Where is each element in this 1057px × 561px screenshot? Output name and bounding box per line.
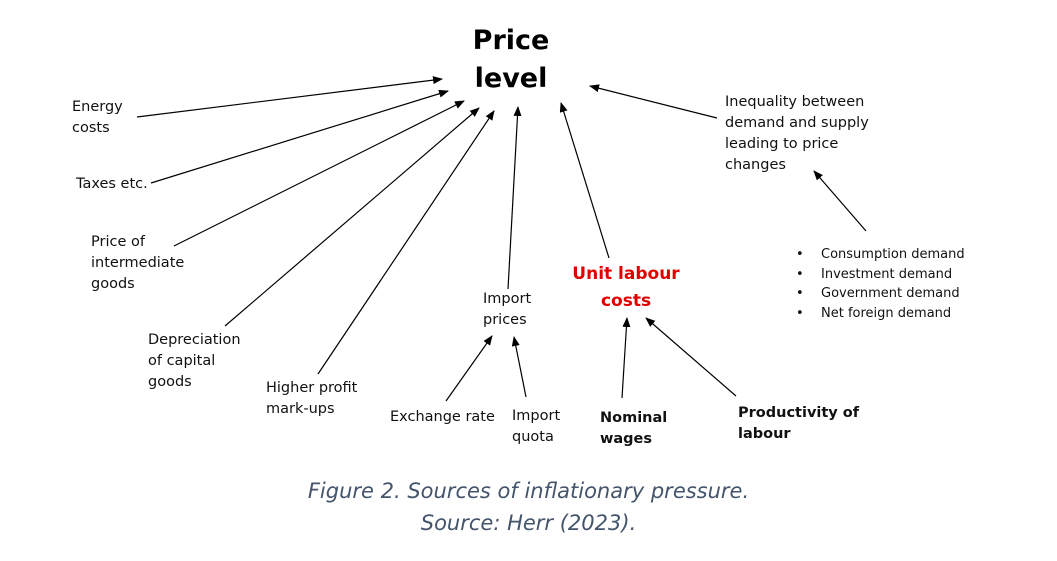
- node-label-line: of capital: [148, 353, 216, 369]
- node-label-line: quota: [512, 429, 554, 445]
- node-taxes: Taxes etc.: [76, 174, 148, 195]
- node-label-line: prices: [483, 312, 527, 328]
- arrow-intermediate-to-price: [173, 100, 465, 247]
- arrow-taxes-to-price: [150, 89, 449, 184]
- price-level-title: Price level: [462, 22, 560, 98]
- node-unit-labour-costs: Unit labour costs: [560, 261, 692, 315]
- node-label-line: wages: [600, 431, 653, 447]
- arrow-profit-to-price: [317, 110, 495, 375]
- figure-source: Source: Herr (2023).: [420, 511, 637, 535]
- node-inequality: Inequality between demand and supply lea…: [725, 92, 869, 176]
- list-item: Government demand: [796, 284, 965, 304]
- node-label-line: Exchange rate: [390, 409, 495, 425]
- node-label-line: Taxes etc.: [76, 176, 148, 192]
- node-label-line: demand and supply: [725, 115, 869, 131]
- node-label-line: Energy: [72, 99, 123, 115]
- arrow-demand-to-inequality: [813, 170, 867, 232]
- node-label-line: goods: [91, 276, 135, 292]
- node-label-line: labour: [738, 426, 791, 442]
- node-intermediate-goods: Price of intermediate goods: [91, 232, 184, 295]
- arrow-unit-labour-to-price: [559, 102, 610, 259]
- arrow-energy-to-price: [136, 76, 443, 118]
- node-depreciation: Depreciation of capital goods: [148, 330, 241, 393]
- arrow-wages-to-unit-labour: [621, 317, 631, 399]
- node-nominal-wages: Nominal wages: [600, 408, 667, 450]
- list-item: Consumption demand: [796, 245, 965, 265]
- node-label-line: costs: [600, 291, 652, 311]
- node-label-line: mark-ups: [266, 401, 335, 417]
- node-label-line: changes: [725, 157, 786, 173]
- arrow-quota-to-import: [511, 336, 527, 398]
- node-label-line: Import: [512, 408, 561, 424]
- node-label-line: Depreciation: [148, 332, 241, 348]
- node-productivity: Productivity of labour: [738, 403, 859, 445]
- node-label-line: goods: [148, 374, 192, 390]
- node-label-line: Nominal: [600, 410, 668, 426]
- node-import-prices: Import prices: [483, 289, 531, 331]
- arrow-productivity-to-unit-labour: [645, 317, 737, 397]
- arrow-inequality-to-price: [589, 84, 718, 119]
- node-import-quota: Import quota: [512, 406, 560, 448]
- list-item: Investment demand: [796, 265, 965, 285]
- node-profit-markups: Higher profit mark-ups: [266, 378, 357, 420]
- node-label-line: Inequality between: [725, 94, 865, 110]
- node-label-line: Import: [483, 291, 532, 307]
- title-line: Price: [472, 25, 550, 56]
- title-line: level: [474, 63, 548, 94]
- node-label-line: intermediate: [91, 255, 185, 271]
- node-label-line: Higher profit: [266, 380, 358, 396]
- node-label-line: leading to price: [725, 136, 839, 152]
- node-exchange-rate: Exchange rate: [390, 407, 495, 428]
- node-energy-costs: Energy costs: [72, 97, 123, 139]
- node-label-line: costs: [72, 120, 110, 136]
- figure-caption: Figure 2. Sources of inflationary pressu…: [307, 479, 750, 503]
- node-label-line: Productivity of: [738, 405, 860, 421]
- arrow-depreciation-to-price: [224, 107, 480, 327]
- list-item: Net foreign demand: [796, 304, 965, 324]
- demand-components-list: Consumption demand Investment demand Gov…: [796, 245, 965, 323]
- node-label-line: Unit labour: [572, 264, 680, 284]
- node-label-line: Price of: [91, 234, 145, 250]
- arrow-exchange-to-import: [445, 335, 493, 402]
- arrow-import-prices-to-price: [507, 106, 522, 290]
